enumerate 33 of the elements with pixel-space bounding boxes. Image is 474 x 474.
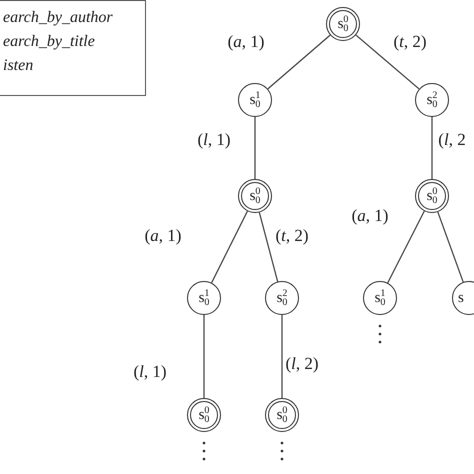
edge-label: (a, 1) <box>352 206 388 226</box>
transition-line <box>431 117 433 179</box>
edge-label: (l, 2) <box>285 354 319 374</box>
state-circle <box>363 281 397 315</box>
transition-line <box>258 212 278 282</box>
edge-label: (a, 1) <box>228 32 264 52</box>
edge-label: (l, 1) <box>133 362 167 382</box>
transition-line <box>281 315 283 398</box>
state-circle <box>265 281 299 315</box>
transition-line <box>267 34 331 90</box>
edge-label: (a, 1) <box>144 226 182 246</box>
transition-line <box>356 34 420 90</box>
transition-line <box>387 210 425 284</box>
legend-text: isten <box>3 57 34 75</box>
edge-label: (l, 1) <box>197 130 231 150</box>
edge-label: (t, 2) <box>393 32 427 52</box>
state-label: s <box>458 290 464 306</box>
state-circle <box>238 83 272 117</box>
state-circle <box>187 281 221 315</box>
transition-line <box>211 210 248 284</box>
transition-line <box>437 212 464 282</box>
edge-label: (l, 2 <box>438 130 466 150</box>
state-circle <box>265 398 299 432</box>
state-circle <box>187 398 221 432</box>
state-circle <box>415 179 449 213</box>
transition-line <box>203 315 205 398</box>
state-circle <box>415 83 449 117</box>
edge-label: (t, 2) <box>275 226 309 246</box>
legend-text: earch_by_author <box>3 9 113 27</box>
state-circle <box>238 179 272 213</box>
state-circle <box>326 7 360 41</box>
legend-text: earch_by_title <box>3 33 95 51</box>
transition-line <box>254 117 256 179</box>
